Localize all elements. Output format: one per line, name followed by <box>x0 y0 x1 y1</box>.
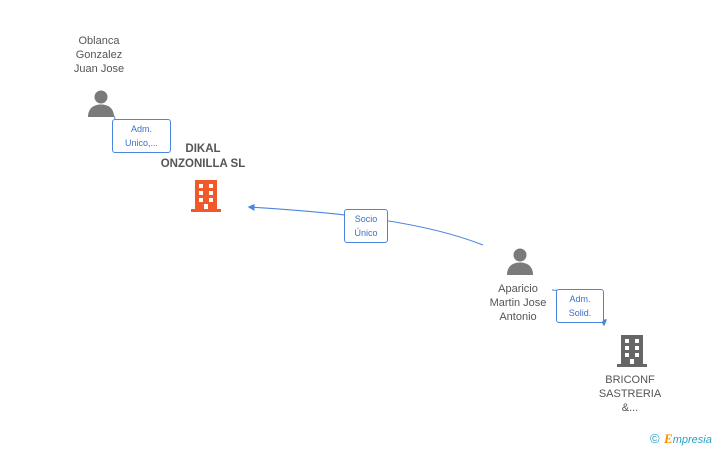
person2-line-2: Martin Jose <box>489 297 547 309</box>
person2-line-3: Antonio <box>499 311 537 323</box>
person-name-oblanca[interactable]: Oblanca Gonzalez Juan Jose <box>58 34 140 76</box>
company2-line-3: &... <box>621 402 639 414</box>
brand-initial: E <box>664 431 673 446</box>
copyright-icon: © <box>650 431 660 446</box>
brand-name: mpresia <box>672 434 712 446</box>
company-name-dikal[interactable]: DIKAL ONZONILLA SL <box>148 142 258 172</box>
edge-label-adm-unico: Adm. Unico,... <box>112 119 171 153</box>
brand-logo: © Empresia <box>650 430 726 448</box>
person1-line-2: Gonzalez <box>75 49 123 61</box>
edge3-line-1: Adm. <box>569 294 591 304</box>
edge3-line-2: Solid. <box>568 308 592 318</box>
person1-line-3: Juan Jose <box>73 63 125 75</box>
edge1-line-2: Unico,... <box>124 138 158 148</box>
building-icon[interactable] <box>190 178 222 214</box>
person-icon[interactable] <box>505 246 535 276</box>
edge2-line-2: Único <box>354 228 378 238</box>
edge1-line-1: Adm. <box>130 124 152 134</box>
company-name-briconf[interactable]: BRICONF SASTRERIA &... <box>584 373 676 415</box>
company-main-line-1: DIKAL <box>185 143 221 155</box>
person1-line-1: Oblanca <box>78 35 120 47</box>
company-main-line-2: ONZONILLA SL <box>160 158 246 170</box>
edge-label-adm-solid: Adm. Solid. <box>556 289 604 323</box>
person-icon[interactable] <box>86 88 116 118</box>
company2-line-1: BRICONF <box>605 374 655 386</box>
edge-label-socio-unico: Socio Único <box>344 209 388 243</box>
edge2-line-1: Socio <box>354 214 378 224</box>
company2-line-2: SASTRERIA <box>598 388 662 400</box>
building-icon[interactable] <box>616 333 648 369</box>
person2-line-1: Aparicio <box>498 283 538 295</box>
person-name-aparicio[interactable]: Aparicio Martin Jose Antonio <box>472 282 564 324</box>
